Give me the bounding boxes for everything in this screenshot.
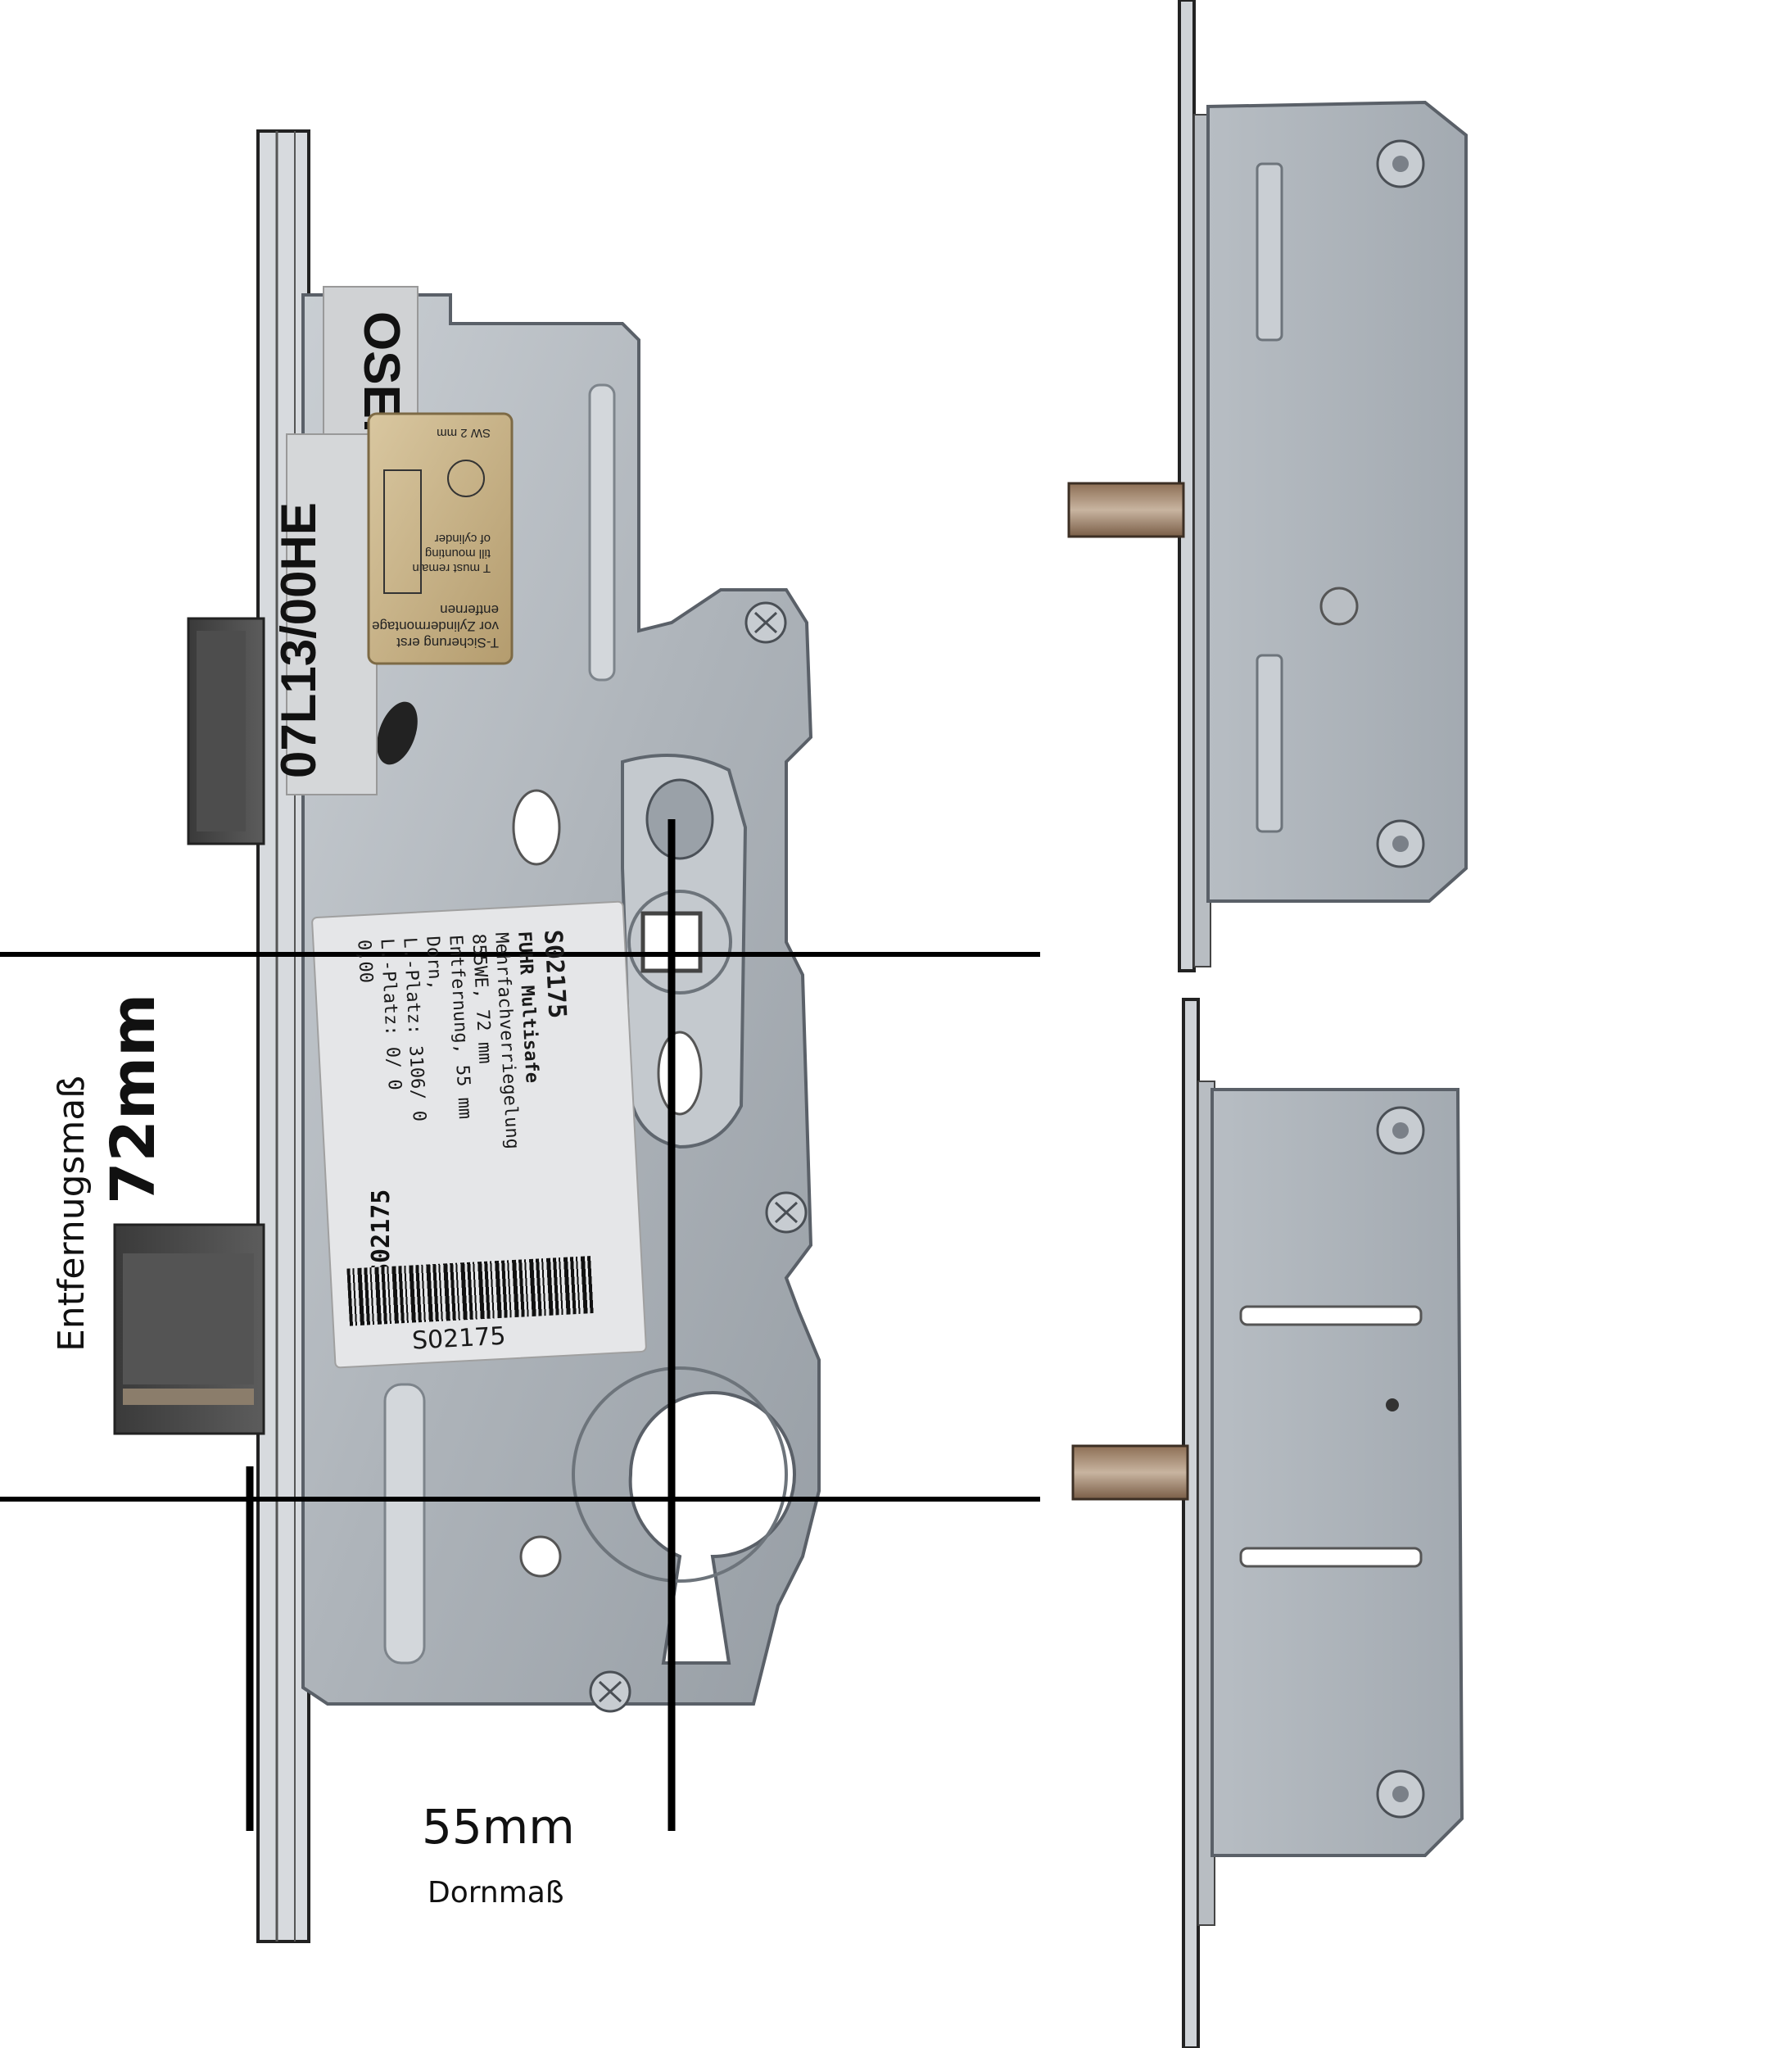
barcode-text: S02175 (411, 1321, 507, 1356)
screw-4 (1376, 139, 1425, 188)
faceplate (256, 129, 310, 1943)
product-label-text: S02175 FUHR Multisafe Mehrfachverriegelu… (312, 901, 646, 1367)
backset-label: Dornmaß (428, 1876, 564, 1910)
backset-value: 55mm (422, 1799, 575, 1855)
warning-en-3: of cylinder (435, 532, 491, 546)
warning-de-3: entfernen (440, 602, 499, 618)
lower-gearbox (1071, 998, 1464, 2048)
serial-sticker (286, 433, 378, 795)
warning-en-1: T must remain (412, 561, 491, 575)
screw-5 (1376, 819, 1425, 868)
label-code-text: S02175 (538, 929, 572, 1020)
warning-de-2: vor Zylindermontage (372, 618, 499, 634)
barcode (346, 1255, 595, 1326)
lower-plate (1211, 1088, 1464, 1857)
label-line-5: Dorn, (422, 936, 446, 991)
label-line-8: 0,00 (353, 939, 377, 984)
screw-2 (765, 1191, 808, 1234)
upper-plate (1206, 100, 1468, 903)
warning-en-2: till mounting (425, 546, 491, 560)
screw-6 (1376, 1106, 1425, 1155)
product-label: S02175 (311, 900, 647, 1369)
lower-rod (1182, 998, 1200, 2048)
upper-bolt (1067, 482, 1185, 538)
warning-sw: SW 2 mm (437, 426, 491, 440)
main-lock: OSEI 07L13/00HE T-Sicherung erst vor Zyl… (113, 129, 821, 1943)
top-sticker-text: OSEI (353, 311, 410, 433)
distance-label: Entfernugsmaß (51, 1076, 93, 1352)
lower-bolt (1071, 1444, 1189, 1501)
upper-gearbox (1067, 0, 1468, 972)
warning-de-1: T-Sicherung erst (396, 635, 499, 650)
distance-value: 72mm (98, 993, 169, 1204)
warning-label (367, 412, 514, 665)
screw-3 (589, 1670, 631, 1713)
serial-text: 07L13/00HE (271, 502, 326, 778)
screw-1 (744, 601, 787, 644)
measurement-lines (0, 819, 1040, 1831)
screw-7 (1376, 1769, 1425, 1819)
label-code: S02175 (367, 1189, 396, 1278)
